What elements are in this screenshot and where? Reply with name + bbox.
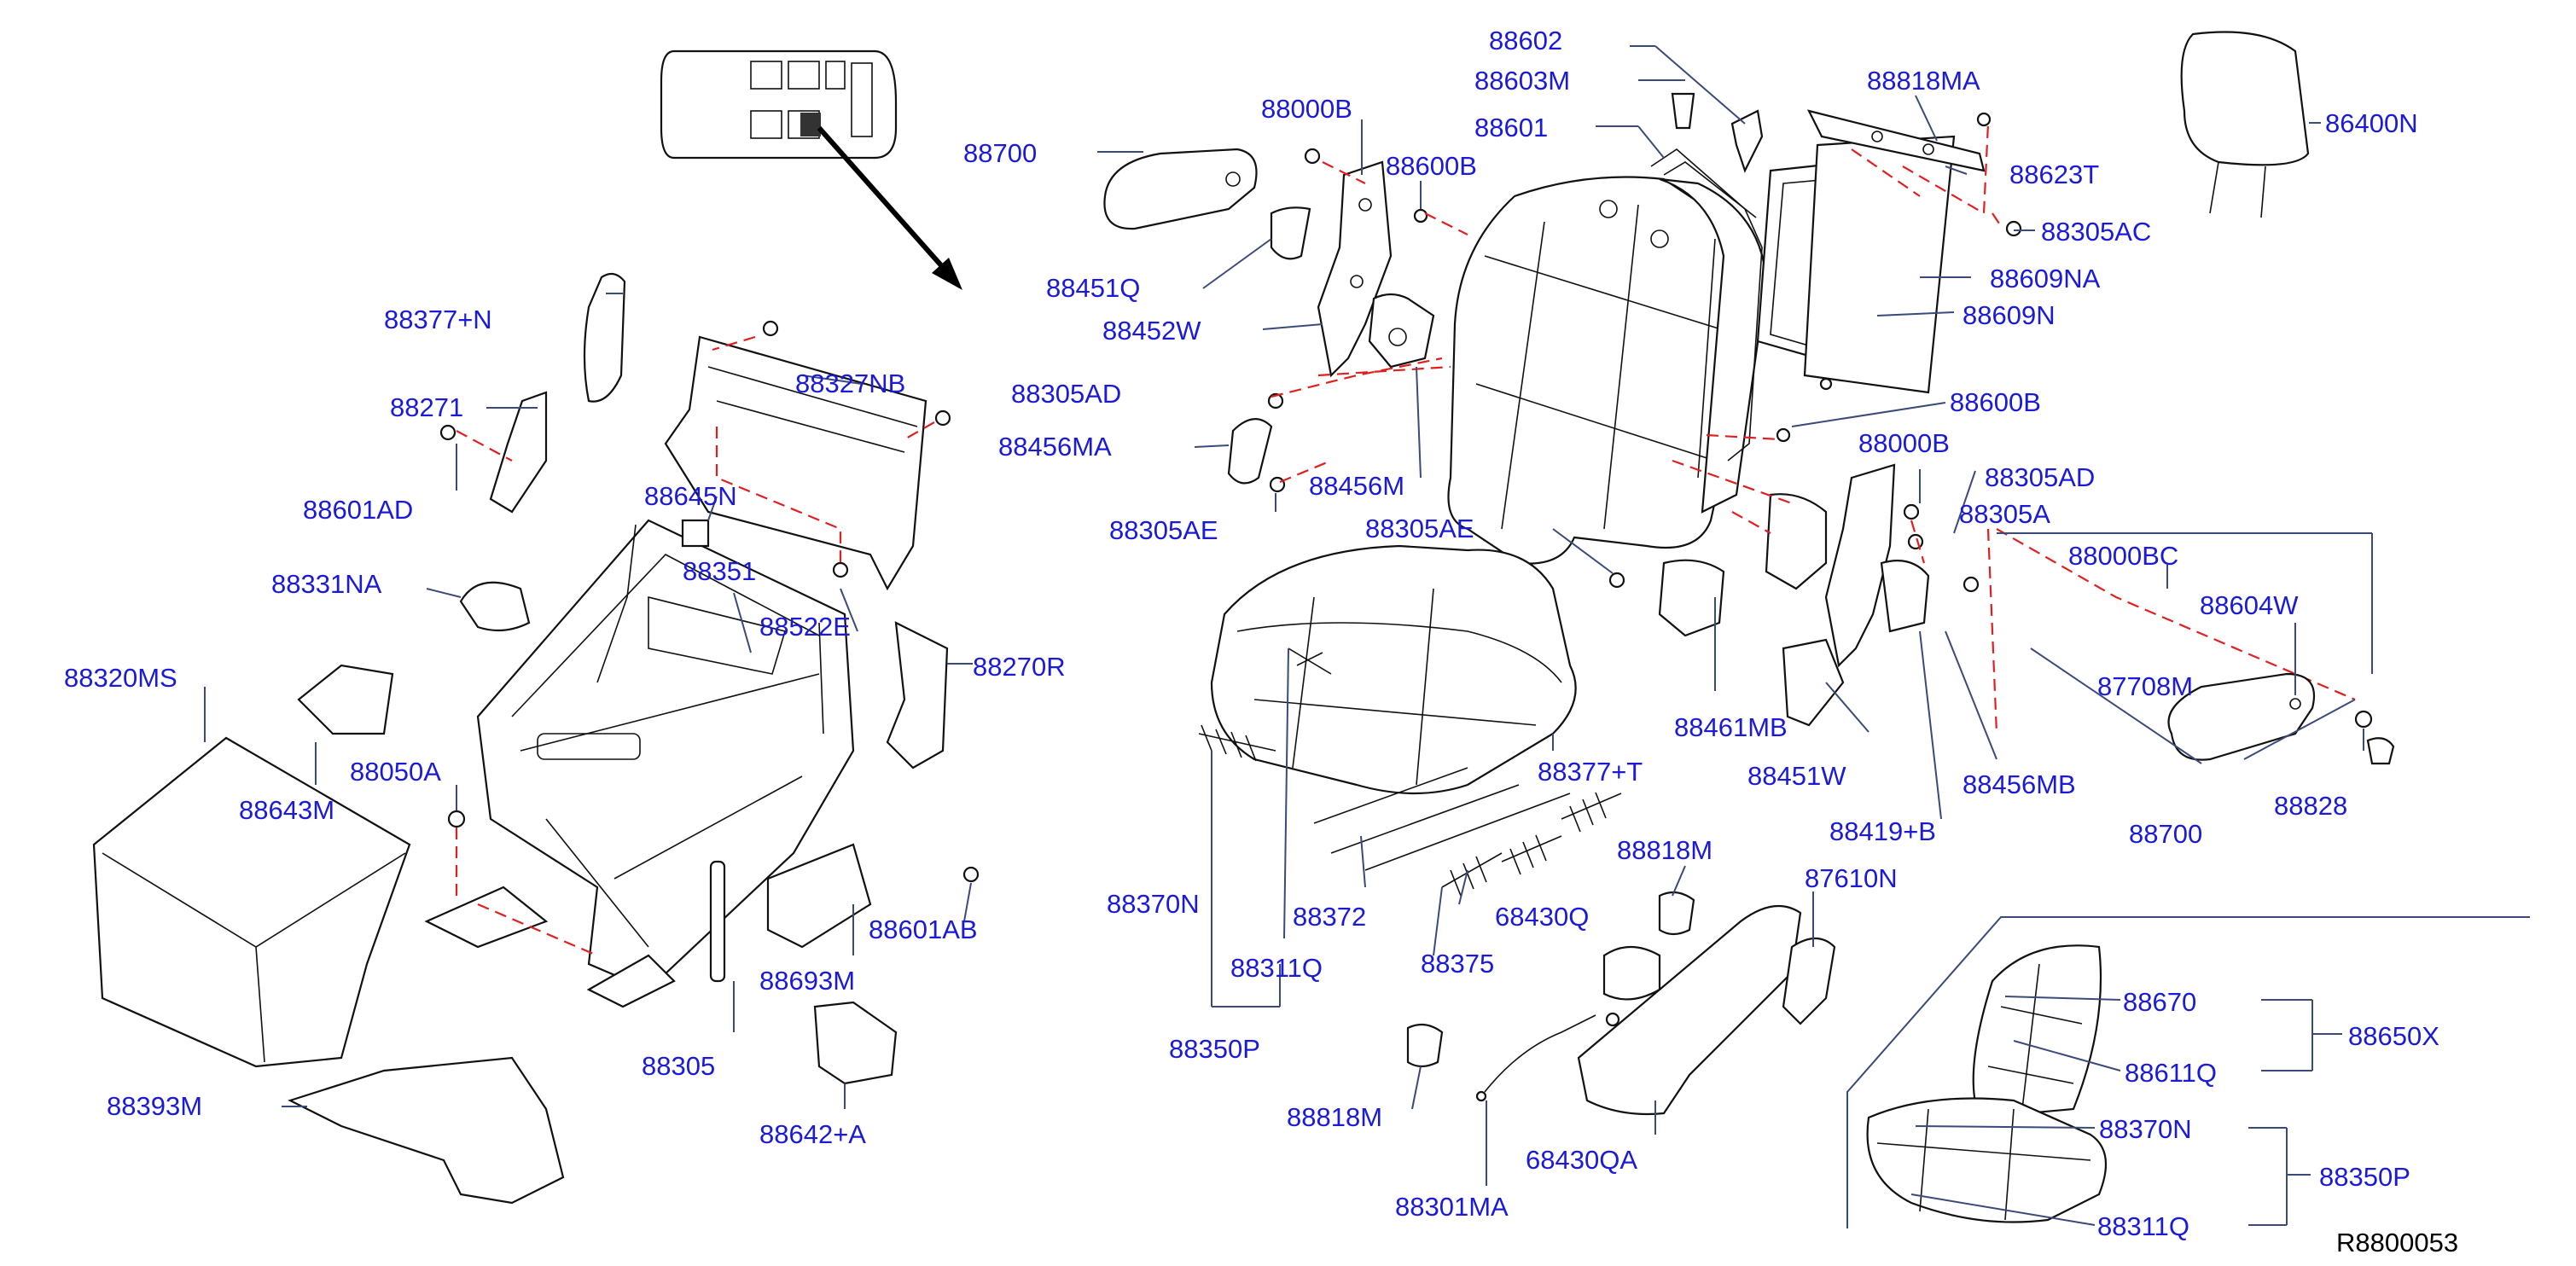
label-88350p: 88350P bbox=[1169, 1034, 1260, 1064]
vehicle-locator-icon bbox=[660, 49, 962, 290]
label-88604w: 88604W bbox=[2200, 590, 2299, 620]
label-88305ae-left: 88305AE bbox=[1109, 515, 1218, 545]
label-88375: 88375 bbox=[1421, 949, 1494, 979]
label-88456m: 88456M bbox=[1309, 471, 1404, 501]
label-88601ad: 88601AD bbox=[303, 495, 413, 525]
diagram-code: R8800053 bbox=[2336, 1228, 2458, 1257]
label-88451w: 88451W bbox=[1747, 761, 1846, 791]
part-labels: 88700 88000B 88600B 88602 88603M 88601 8… bbox=[64, 26, 2458, 1257]
label-88305: 88305 bbox=[642, 1051, 715, 1081]
label-88461mb: 88461MB bbox=[1674, 712, 1788, 742]
label-88305a: 88305A bbox=[1959, 499, 2050, 529]
seat-cushion-assembly bbox=[1198, 544, 1836, 1116]
label-88377t: 88377+T bbox=[1538, 757, 1643, 787]
label-68430q: 68430Q bbox=[1495, 902, 1589, 932]
label-88693m: 88693M bbox=[759, 966, 855, 996]
label-88700: 88700 bbox=[963, 138, 1037, 168]
label-88650x: 88650X bbox=[2348, 1021, 2439, 1051]
label-88050a: 88050A bbox=[350, 757, 441, 787]
label-88818m-bottom: 88818M bbox=[1287, 1102, 1382, 1132]
label-88393m: 88393M bbox=[107, 1091, 202, 1121]
label-88419b: 88419+B bbox=[1829, 816, 1936, 846]
label-88305ad: 88305AD bbox=[1011, 379, 1121, 409]
label-88522e: 88522E bbox=[759, 612, 851, 642]
label-88456mb: 88456MB bbox=[1963, 769, 2076, 799]
label-88452w: 88452W bbox=[1102, 316, 1201, 346]
label-88602: 88602 bbox=[1489, 26, 1562, 55]
label-88601ab: 88601AB bbox=[869, 915, 978, 944]
label-87708m: 87708M bbox=[2097, 671, 2193, 701]
label-88609n: 88609N bbox=[1963, 300, 2056, 330]
label-88828: 88828 bbox=[2274, 791, 2347, 821]
label-88600b: 88600B bbox=[1386, 151, 1477, 181]
label-88372: 88372 bbox=[1293, 902, 1366, 932]
label-88623t: 88623T bbox=[2009, 160, 2099, 189]
label-88271: 88271 bbox=[390, 392, 463, 422]
label-88000b-right: 88000B bbox=[1858, 428, 1950, 458]
label-88600b-right: 88600B bbox=[1950, 387, 2041, 417]
label-88305ac: 88305AC bbox=[2041, 217, 2151, 247]
label-88270r: 88270R bbox=[973, 652, 1066, 682]
label-88370n-set: 88370N bbox=[2099, 1114, 2192, 1144]
label-88643m: 88643M bbox=[239, 795, 334, 825]
seat-frame-assembly bbox=[92, 272, 980, 1205]
label-88642a: 88642+A bbox=[759, 1119, 866, 1149]
label-88700-right: 88700 bbox=[2129, 819, 2202, 849]
label-88456ma: 88456MA bbox=[998, 432, 1112, 462]
label-88451q: 88451Q bbox=[1046, 273, 1140, 303]
label-88350p-set: 88350P bbox=[2319, 1162, 2410, 1192]
label-86400n: 86400N bbox=[2325, 108, 2418, 138]
label-88370n: 88370N bbox=[1107, 889, 1200, 919]
seat-back-assembly bbox=[1103, 31, 2395, 765]
label-88305ae-right: 88305AE bbox=[1365, 514, 1474, 543]
label-88670: 88670 bbox=[2123, 987, 2196, 1017]
leader-lines bbox=[204, 45, 2373, 1226]
label-88327nb: 88327NB bbox=[795, 369, 905, 398]
label-88603m: 88603M bbox=[1474, 66, 1570, 96]
label-88351: 88351 bbox=[683, 556, 756, 586]
label-88611q: 88611Q bbox=[2125, 1058, 2217, 1088]
seat-cover-set bbox=[1846, 916, 2530, 1228]
label-88311q-set: 88311Q bbox=[2097, 1211, 2189, 1241]
label-88305ad-right: 88305AD bbox=[1985, 462, 2095, 492]
label-88645n: 88645N bbox=[644, 481, 737, 511]
label-88818m-top: 88818M bbox=[1617, 835, 1712, 865]
label-87610n: 87610N bbox=[1805, 863, 1898, 893]
label-88000bc: 88000BC bbox=[2068, 541, 2178, 571]
label-68430qa: 68430QA bbox=[1526, 1145, 1637, 1175]
label-88320ms: 88320MS bbox=[64, 663, 177, 693]
label-88609na: 88609NA bbox=[1990, 264, 2101, 293]
label-88818ma: 88818MA bbox=[1867, 66, 1980, 96]
label-88377n: 88377+N bbox=[384, 305, 492, 334]
label-88331na: 88331NA bbox=[271, 569, 382, 599]
label-88311q: 88311Q bbox=[1230, 953, 1323, 983]
label-88000b: 88000B bbox=[1261, 94, 1352, 124]
label-88301ma: 88301MA bbox=[1395, 1192, 1509, 1222]
label-88601: 88601 bbox=[1474, 113, 1548, 142]
